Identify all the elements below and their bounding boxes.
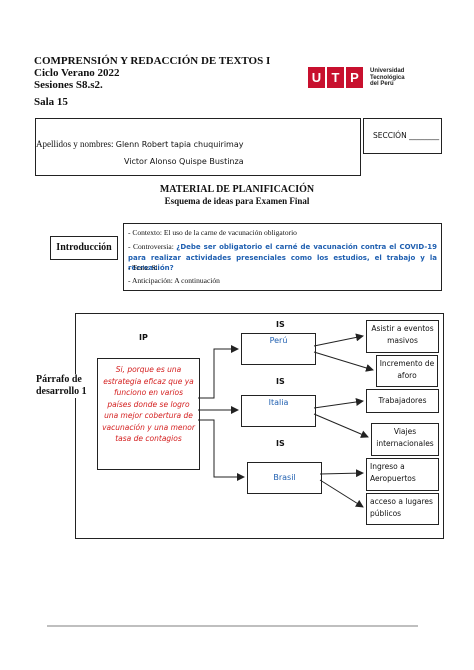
detail-box-3 bbox=[366, 389, 439, 413]
detail-box-1 bbox=[366, 320, 439, 353]
detail-text-2: Incremento de aforo bbox=[379, 359, 435, 380]
intro-controversia: - Controversia: ¿Debe ser obligatorio el… bbox=[128, 242, 437, 274]
development-label: Párrafo de desarrollo 1 bbox=[36, 374, 87, 398]
course-title: COMPRENSIÓN Y REDACCIÓN DE TEXTOS I bbox=[34, 55, 271, 67]
arrow-italia-to-detail-3 bbox=[313, 398, 364, 409]
logo-text-line2: Tecnológica bbox=[370, 74, 405, 81]
arrow-ip-to-peru bbox=[198, 345, 239, 399]
arrow-brasil-to-detail-5 bbox=[319, 469, 364, 478]
sessions-label: Sesiones S8.s2. bbox=[34, 79, 103, 91]
ip-label: IP bbox=[139, 333, 148, 342]
is-text-italia: Italia bbox=[268, 398, 289, 407]
student-names-line1: Apellidos y nombres: Glenn Robert tapia … bbox=[36, 139, 243, 149]
intro-anticipacion: - Anticipación: A continuación bbox=[128, 276, 220, 285]
detail-box-2 bbox=[376, 355, 438, 387]
detail-box-4 bbox=[371, 423, 439, 456]
is-box-italia bbox=[241, 395, 316, 427]
controversia-text: ¿Debe ser obligatorio el carné de vacuna… bbox=[128, 243, 437, 272]
arrow-peru-to-detail-2 bbox=[313, 351, 374, 372]
development-label-line2: desarrollo 1 bbox=[36, 386, 87, 397]
intro-label-box bbox=[50, 236, 118, 260]
logo-letter-p: P bbox=[346, 67, 363, 88]
is-box-brasil bbox=[247, 462, 322, 494]
is-label-2: IS bbox=[276, 377, 285, 386]
is-box-peru bbox=[241, 333, 316, 365]
student-name-1: Glenn Robert tapia chuquirimay bbox=[115, 140, 244, 149]
is-text-brasil: Brasil bbox=[273, 473, 296, 482]
logo-text-line3: del Perú bbox=[370, 81, 394, 87]
intro-label: Introducción bbox=[56, 242, 112, 253]
names-label: Apellidos y nombres: bbox=[36, 139, 114, 149]
arrow-brasil-to-detail-6 bbox=[319, 479, 364, 508]
arrow-italia-to-detail-4 bbox=[313, 413, 369, 438]
is-label-3: IS bbox=[276, 439, 285, 448]
is-text-peru: Perú bbox=[269, 336, 288, 345]
student-info-box bbox=[35, 118, 361, 176]
detail-text-6: acceso a lugares públicos bbox=[370, 497, 433, 518]
intro-tesis: - Tesis: Si bbox=[128, 263, 158, 272]
page-title: MATERIAL DE PLANIFICACIÓN bbox=[159, 184, 315, 195]
detail-box-5 bbox=[366, 458, 439, 491]
student-name-2: Victor Alonso Quispe Bustinza bbox=[124, 157, 244, 166]
development-label-line1: Párrafo de bbox=[36, 374, 82, 385]
cycle-label: Ciclo Verano 2022 bbox=[34, 67, 120, 79]
detail-box-6 bbox=[366, 493, 439, 525]
logo-text-line1: Universidad bbox=[370, 68, 405, 74]
section-box bbox=[363, 118, 442, 154]
controversia-prefix: - Controversia: bbox=[128, 242, 174, 251]
room-label: Sala 15 bbox=[34, 96, 68, 108]
arrow-peru-to-detail-1 bbox=[313, 333, 364, 347]
logo-text: Universidad Tecnológica del Perú bbox=[370, 68, 405, 88]
section-label: SECCIÓN ________ bbox=[373, 131, 440, 140]
detail-text-1: Asistir a eventos masivos bbox=[371, 324, 434, 345]
detail-text-3: Trabajadores bbox=[378, 396, 427, 405]
intro-content-box: - Contexto: El uso de la carne de vacuna… bbox=[123, 223, 442, 291]
detail-text-5: Ingreso a Aeropuertos bbox=[370, 462, 416, 483]
logo-letter-u: U bbox=[308, 67, 325, 88]
ip-text: Si, porque es una estrategia eficaz que … bbox=[102, 365, 195, 443]
ip-box bbox=[97, 358, 200, 470]
intro-contexto: - Contexto: El uso de la carne de vacuna… bbox=[128, 228, 297, 237]
arrow-ip-to-brasil bbox=[198, 419, 245, 481]
page-subtitle: Esquema de ideas para Examen Final bbox=[164, 196, 310, 206]
logo-letter-t: T bbox=[327, 67, 344, 88]
is-label-1: IS bbox=[276, 320, 285, 329]
detail-text-4: Viajes internacionales bbox=[376, 427, 434, 448]
